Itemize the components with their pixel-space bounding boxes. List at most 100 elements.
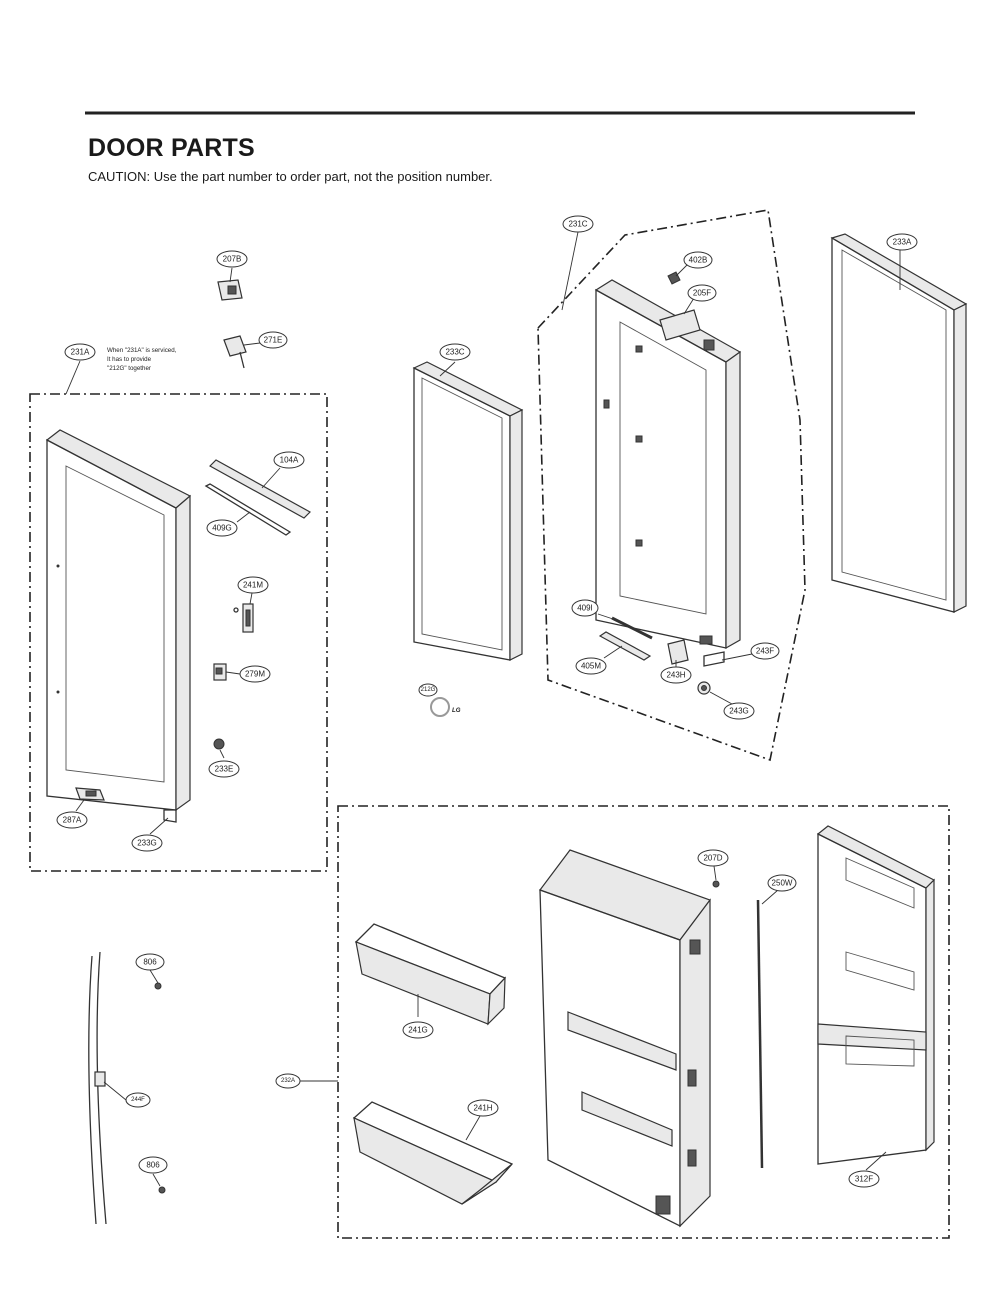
callout-243F: 243F	[750, 642, 780, 660]
bin-241G	[354, 923, 507, 1026]
svg-text:241H: 241H	[473, 1104, 492, 1113]
gasket-233A	[830, 233, 968, 613]
callout-233A: 233A	[886, 233, 918, 251]
callout-405M: 405M	[575, 657, 607, 675]
svg-text:806: 806	[143, 958, 157, 967]
callout-409I: 409I	[571, 599, 599, 617]
svg-text:233E: 233E	[215, 765, 234, 774]
screw-806-bottom	[158, 1186, 166, 1194]
callout-212G: 212G	[418, 683, 438, 697]
callout-231A: 231A	[64, 343, 96, 361]
svg-text:402B: 402B	[689, 256, 708, 265]
svg-text:241G: 241G	[408, 1026, 428, 1035]
callout-279M: 279M	[239, 665, 271, 683]
callout-231C: 231C	[562, 215, 594, 233]
svg-text:205F: 205F	[693, 289, 711, 298]
svg-text:212G: 212G	[421, 687, 436, 693]
hinge-241M	[233, 603, 254, 633]
svg-text:241M: 241M	[243, 581, 263, 590]
leader-lines	[65, 231, 901, 1187]
cap-233E	[213, 738, 225, 750]
svg-text:409G: 409G	[212, 524, 232, 533]
strip-409G	[204, 483, 292, 536]
svg-text:233G: 233G	[137, 839, 157, 848]
svg-text:232A: 232A	[281, 1078, 295, 1084]
callout-409G: 409G	[206, 519, 238, 537]
gasket-233C	[412, 361, 524, 661]
svg-text:312F: 312F	[855, 1175, 873, 1184]
note-231A: When "231A" is serviced, It has to provi…	[107, 347, 177, 372]
svg-text:233A: 233A	[893, 238, 912, 247]
svg-text:207D: 207D	[703, 854, 722, 863]
svg-text:244F: 244F	[131, 1097, 145, 1103]
hinge-271E	[223, 335, 247, 369]
door-liner	[539, 849, 711, 1228]
svg-text:It has to provide: It has to provide	[107, 356, 152, 363]
group-231A-outline	[29, 393, 328, 872]
callout-244F: 244F	[125, 1092, 151, 1108]
cover-312F	[816, 825, 936, 1165]
bracket-287A	[75, 787, 105, 801]
callout-243H: 243H	[660, 666, 692, 684]
door-panel-231A	[45, 429, 192, 812]
svg-text:287A: 287A	[63, 816, 82, 825]
svg-text:271E: 271E	[264, 336, 283, 345]
callout-207B: 207B	[216, 250, 248, 268]
callout-205F: 205F	[687, 284, 717, 302]
part-243F	[703, 651, 725, 667]
logo-text: LG	[452, 707, 461, 714]
svg-text:"212G" together: "212G" together	[107, 365, 151, 372]
lg-logo-212G: LG	[430, 697, 461, 717]
callout-104A: 104A	[273, 451, 305, 469]
callout-232A: 232A	[275, 1073, 301, 1089]
callout-806-bottom: 806	[138, 1156, 168, 1174]
page-title: DOOR PARTS	[88, 134, 255, 162]
part-409I	[611, 616, 653, 640]
handle-244F	[88, 951, 107, 1225]
svg-text:243G: 243G	[729, 707, 749, 716]
callout-312F: 312F	[848, 1170, 880, 1188]
callout-271E: 271E	[258, 331, 288, 349]
bracket-233G	[163, 809, 177, 823]
group-231C-outline	[537, 209, 806, 762]
callout-806-top: 806	[135, 953, 165, 971]
strip-104A	[209, 459, 311, 519]
part-405M	[598, 631, 652, 661]
screw-207D	[712, 880, 720, 888]
callout-402B: 402B	[683, 251, 713, 269]
group-232A-outline	[337, 805, 950, 1239]
callout-233E: 233E	[208, 760, 240, 778]
svg-text:243H: 243H	[666, 671, 685, 680]
callout-241H: 241H	[467, 1099, 499, 1117]
svg-text:233C: 233C	[445, 348, 464, 357]
cam-279M	[213, 663, 227, 681]
bracket-207B	[217, 279, 243, 301]
callout-250W: 250W	[767, 874, 797, 892]
svg-text:279M: 279M	[245, 670, 265, 679]
callout-241G: 241G	[402, 1021, 434, 1039]
svg-text:207B: 207B	[223, 255, 242, 264]
part-243H	[667, 639, 689, 665]
svg-text:104A: 104A	[280, 456, 299, 465]
svg-text:231C: 231C	[568, 220, 587, 229]
callout-287A: 287A	[56, 811, 88, 829]
callout-243G: 243G	[723, 702, 755, 720]
callout-233C: 233C	[439, 343, 471, 361]
screw-806-top	[154, 982, 162, 990]
rod-250W	[756, 899, 764, 1169]
part-243G	[697, 681, 711, 695]
svg-text:405M: 405M	[581, 662, 601, 671]
svg-text:243F: 243F	[756, 647, 774, 656]
bin-241H	[352, 1101, 514, 1205]
svg-text:When "231A" is serviced,: When "231A" is serviced,	[107, 347, 177, 354]
callout-207D: 207D	[697, 849, 729, 867]
svg-text:806: 806	[146, 1161, 160, 1170]
svg-text:409I: 409I	[577, 604, 593, 613]
part-205F	[659, 309, 701, 341]
svg-text:231A: 231A	[71, 348, 90, 357]
svg-text:250W: 250W	[772, 879, 793, 888]
callout-233G: 233G	[131, 834, 163, 852]
caution-text: CAUTION: Use the part number to order pa…	[88, 169, 493, 184]
callout-241M: 241M	[237, 576, 269, 594]
